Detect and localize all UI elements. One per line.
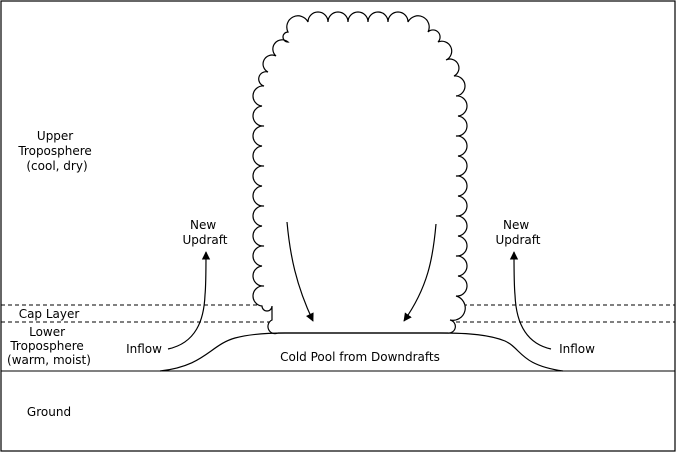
new-updraft-label-left: New Updraft [182, 218, 227, 247]
storm-cloud [253, 12, 467, 334]
inflow-label-right: Inflow [559, 342, 595, 356]
cap-layer-label: Cap Layer [19, 307, 80, 321]
inflow-updraft-arrow-right [514, 252, 551, 349]
storm-cloud-outline [253, 12, 467, 334]
lower-troposphere-label: Lower Troposphere (warm, moist) [7, 325, 91, 367]
inflow-label-left: Inflow [126, 342, 162, 356]
inflow-updraft-arrow-left [168, 252, 206, 349]
cold-pool-label: Cold Pool from Downdrafts [280, 350, 440, 364]
upper-troposphere-label: Upper Troposphere (cool, dry) [17, 129, 95, 173]
ground-label: Ground [27, 405, 71, 419]
new-updraft-label-right: New Updraft [495, 218, 540, 247]
